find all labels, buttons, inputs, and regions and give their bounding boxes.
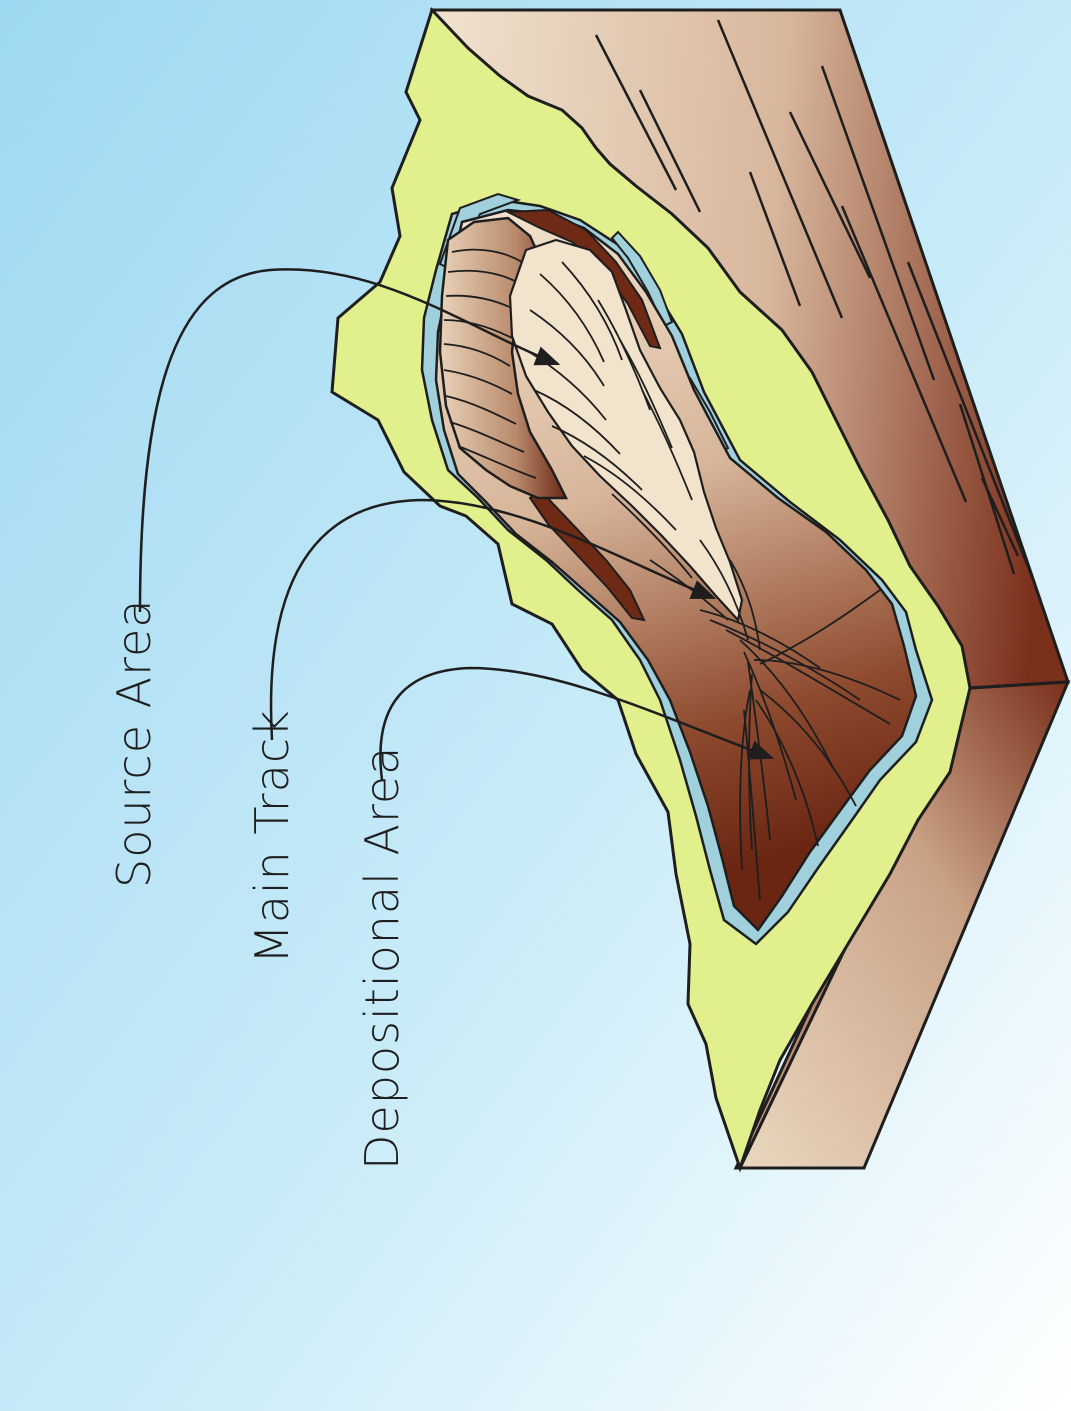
label-depositional-area: Depositional Area <box>355 746 409 1170</box>
label-source-area: Source Area <box>107 599 161 888</box>
label-main-track: Main Track <box>245 709 299 964</box>
